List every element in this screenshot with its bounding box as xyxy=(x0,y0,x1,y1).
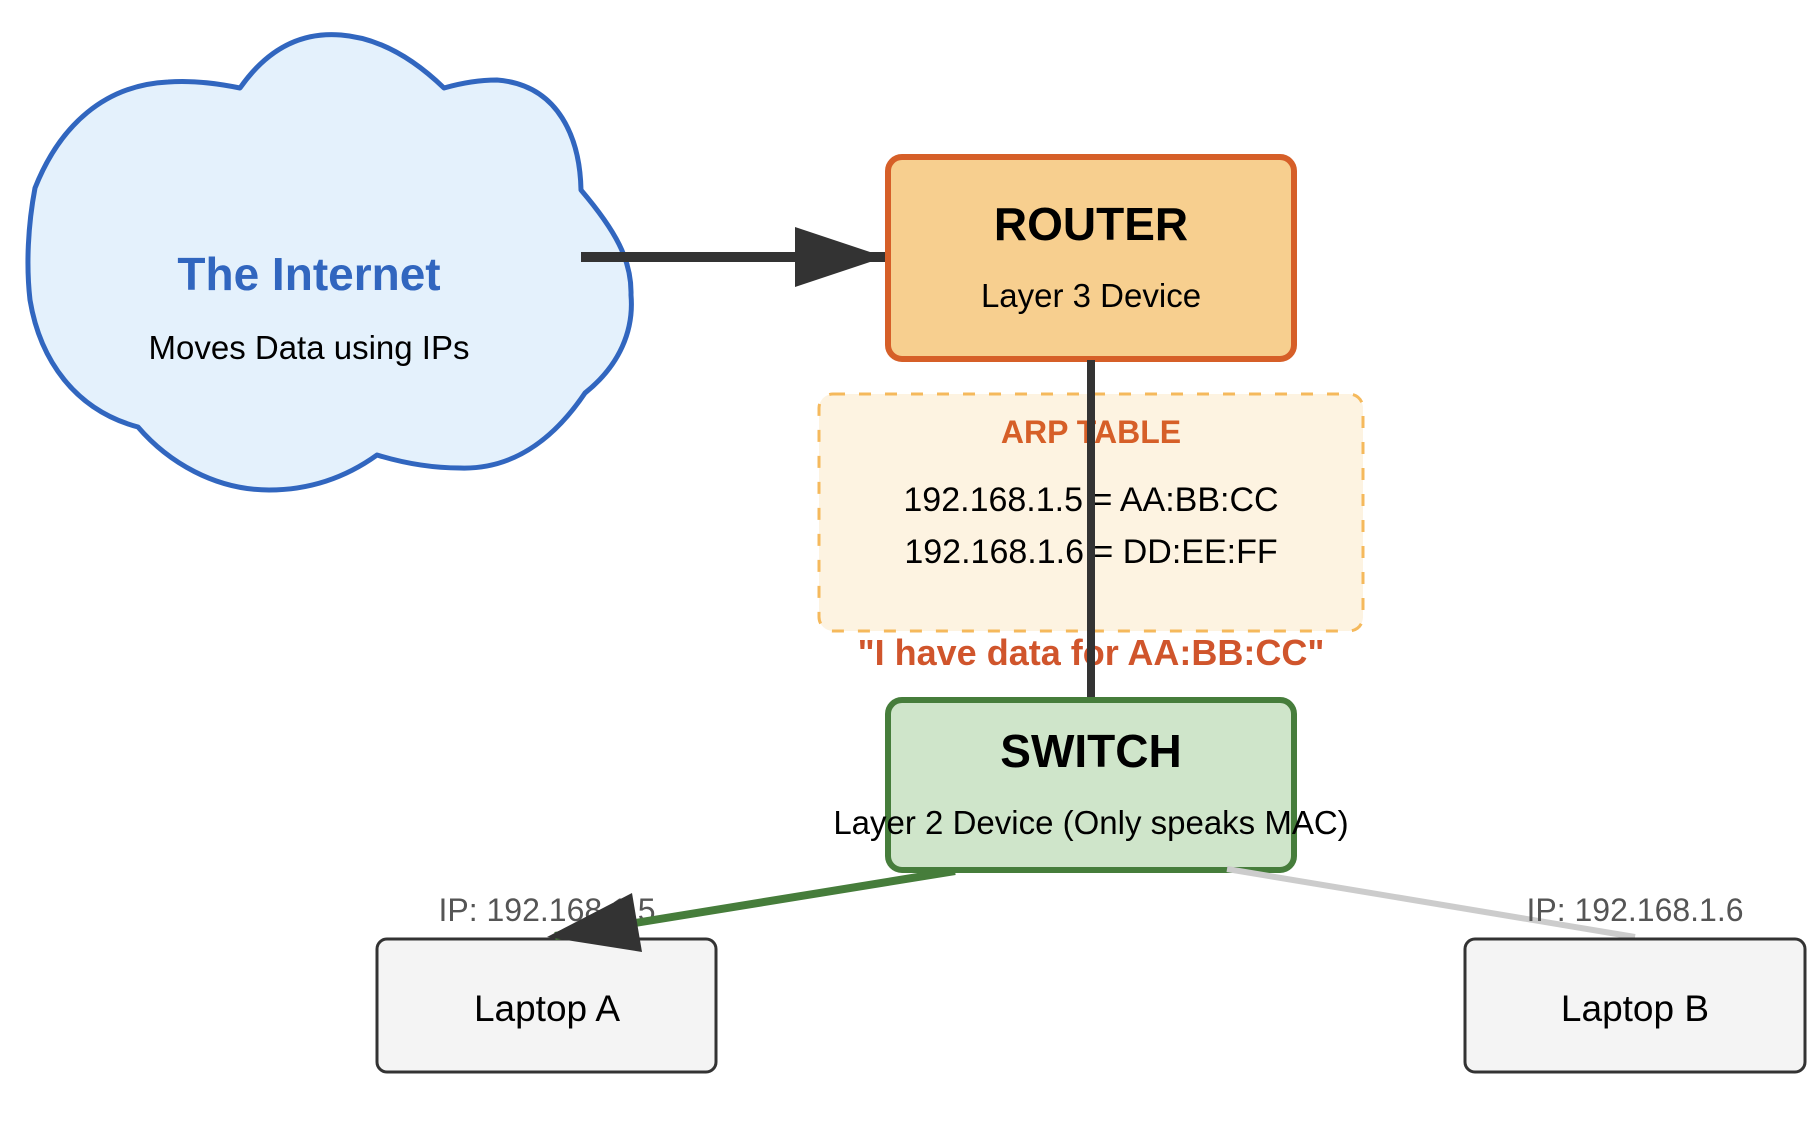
laptop-a-name: Laptop A xyxy=(474,988,620,1029)
laptop-a-node[interactable]: IP: 192.168.1.5 Laptop A MAC: AA:BB:CC xyxy=(375,892,718,1137)
router-subtitle: Layer 3 Device xyxy=(981,277,1201,314)
laptop-b-box xyxy=(1463,937,1807,1074)
switch-title: SWITCH xyxy=(1000,725,1181,777)
internet-title: The Internet xyxy=(177,248,440,300)
router-title: ROUTER xyxy=(994,198,1188,250)
internet-subtitle: Moves Data using IPs xyxy=(149,329,470,366)
laptop-b-mac: MAC: DD:EE:FF xyxy=(1518,1101,1753,1137)
internet-cloud[interactable]: The Internet Moves Data using IPs xyxy=(25,32,634,493)
laptop-b-node[interactable]: IP: 192.168.1.6 Laptop B MAC: DD:EE:FF xyxy=(1463,892,1807,1137)
router-node[interactable]: ROUTER Layer 3 Device xyxy=(885,154,1297,362)
switch-box xyxy=(885,697,1297,873)
router-box xyxy=(885,154,1297,362)
laptop-b-name: Laptop B xyxy=(1561,988,1709,1029)
link-switch-laptop-b xyxy=(1226,866,1636,940)
switch-subtitle: Layer 2 Device (Only speaks MAC) xyxy=(833,804,1348,841)
arrowhead-icon xyxy=(795,227,885,287)
switch-node[interactable]: SWITCH Layer 2 Device (Only speaks MAC) xyxy=(833,697,1349,873)
laptop-a-mac: MAC: AA:BB:CC xyxy=(421,1101,672,1137)
laptop-a-box xyxy=(375,937,718,1074)
cloud-shape xyxy=(25,32,634,493)
laptop-b-ip: IP: 192.168.1.6 xyxy=(1526,892,1743,928)
arrowhead-icon xyxy=(547,893,642,952)
